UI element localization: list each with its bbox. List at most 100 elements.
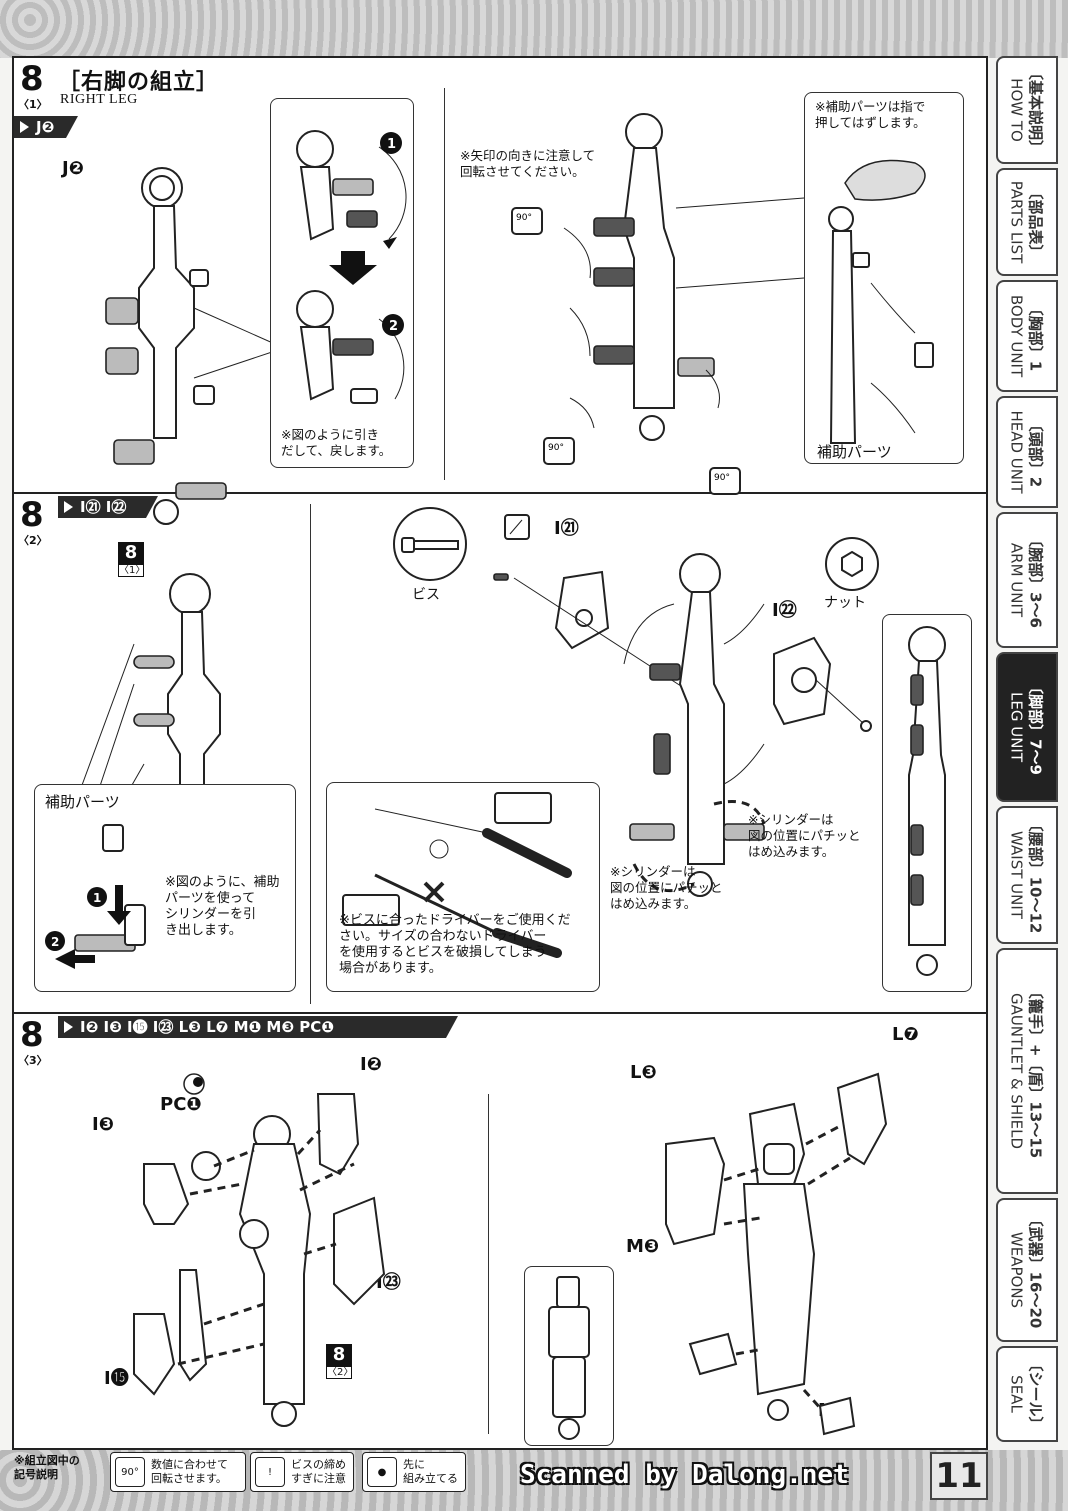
- step-number: 8: [20, 59, 44, 99]
- step-number: 8: [20, 495, 44, 535]
- ref-step-sub: 〈1〉: [118, 564, 146, 577]
- note-driver-caution: ※ビスに合ったドライバーをご使用くだ さい。サイズの合わないドライバー を使用す…: [339, 913, 571, 976]
- svg-text:90°: 90°: [516, 213, 532, 223]
- screw-zoom-illustration: [393, 507, 467, 581]
- legend-assemble-first: ● 先に 組み立てる: [362, 1452, 466, 1492]
- tab-label-en: GAUNTLET & SHIELD: [1007, 992, 1026, 1150]
- svg-text:2: 2: [389, 319, 398, 334]
- tab-label-en: HEAD UNIT: [1007, 410, 1026, 494]
- aux-cylinder-illustration: 1 2: [45, 824, 146, 969]
- rotate-90-icon: 90°: [115, 1457, 145, 1487]
- screw-tighten-caution-icon: [504, 514, 530, 540]
- ref-step-sub: 〈2〉: [326, 1366, 354, 1379]
- tab-label-en: WAIST UNIT: [1007, 831, 1026, 919]
- legend-screw: ! ビスの締め すぎに注意: [250, 1452, 354, 1492]
- nut-label: ナット: [824, 595, 866, 611]
- tab-label-en: BODY UNIT: [1007, 294, 1026, 378]
- part-label-i3: I❸: [92, 1114, 114, 1135]
- legend-assemble-first-text: 先に 組み立てる: [403, 1458, 458, 1485]
- instruction-page: 8 〈1〉 ［右脚の組立］ RIGHT LEG J❷ J❷: [12, 56, 988, 1450]
- step-number: 8: [20, 1015, 44, 1055]
- step-subnumber: 〈2〉: [18, 534, 48, 547]
- tab-label-jp: 〔胸部〕1: [1026, 300, 1045, 372]
- part-label-l3: L❸: [630, 1062, 657, 1083]
- note-aux-remove: ※補助パーツは指で 押してはずします。: [815, 99, 926, 130]
- page-number: 11: [930, 1452, 988, 1500]
- step-title-jp: ［右脚の組立］: [58, 69, 220, 95]
- note-pull: ※図のように引き だして、戻します。: [281, 427, 392, 458]
- section-divider: [444, 88, 445, 480]
- nut-zoom-illustration: [825, 537, 879, 591]
- tab-label-jp: 〔シール〕: [1026, 1356, 1045, 1432]
- parts-list-bar: I㉑ I㉒: [58, 496, 158, 518]
- tab-label-jp: 〔頭部〕2: [1026, 416, 1045, 488]
- assemble-first-icon: ●: [367, 1457, 397, 1487]
- screwdriver-illustration: [342, 792, 572, 958]
- tab-label-jp: 〔腰部〕10〜12: [1026, 816, 1045, 934]
- part-label-m3: M❸: [626, 1236, 660, 1257]
- legend-title: ※組立図中の 記号説明: [14, 1454, 80, 1481]
- parts-list-bar: I❷ I❸ I⓯ I㉓ L❸ L❼ M❶ M❸ PC❶: [58, 1016, 458, 1038]
- step-8-1: 8 〈1〉 ［右脚の組立］ RIGHT LEG J❷ J❷: [14, 58, 986, 525]
- scanner-watermark: Scanned by Dalong.net: [520, 1460, 849, 1490]
- step-subnumber: 〈3〉: [18, 1054, 48, 1067]
- ref-step-number: 8: [326, 1344, 352, 1366]
- part-label-j2: J❷: [62, 158, 84, 179]
- tab-label-en: PARTS LIST: [1007, 180, 1026, 264]
- aux-parts-label: 補助パーツ: [45, 793, 120, 811]
- screw-caution-icon: !: [255, 1457, 285, 1487]
- part-i22-illustration: [773, 636, 872, 732]
- assembled-leg-small-panel: [524, 1266, 614, 1446]
- tab-label-jp: 〔腕部〕3〜6: [1026, 532, 1045, 628]
- tab-label-jp: 〔武器〕16〜20: [1026, 1211, 1045, 1329]
- svg-text:1: 1: [93, 891, 101, 905]
- legend-rotate-text: 数値に合わせて 回転させます。: [151, 1458, 228, 1485]
- tab-label-jp: 〔脚部〕7〜9: [1026, 679, 1045, 775]
- svg-text:90°: 90°: [714, 473, 730, 483]
- aux-parts-label: 補助パーツ: [817, 443, 892, 461]
- ref-step-number: 8: [118, 542, 144, 564]
- leg-frame-illustration: [105, 167, 285, 525]
- tab-label-jp: 〔籠手〕+〔盾〕13〜15: [1026, 983, 1045, 1159]
- aux-part-remove-illustration: [828, 159, 934, 444]
- note-aux-cylinder: ※図のように、補助 パーツを使って シリンダーを引 き出します。: [165, 875, 280, 938]
- note-cylinder-1: ※シリンダーは 図の位置にパチッと はめ込みます。: [748, 812, 861, 859]
- parts-list-bar: J❷: [14, 116, 78, 138]
- tab-parts-list[interactable]: 〔部品表〕PARTS LIST: [996, 168, 1058, 276]
- step-8-2: 8 〈2〉 I㉑ I㉒ 8 〈1〉 補助パーツ: [14, 494, 986, 1014]
- part-label-i22: I㉒: [772, 600, 797, 621]
- part-label-i23: I㉓: [376, 1272, 401, 1293]
- svg-text:90°: 90°: [548, 443, 564, 453]
- step-title-en: RIGHT LEG: [60, 92, 138, 107]
- section-divider: [488, 1094, 489, 1434]
- note-rotate-direction: ※矢印の向きに注意して 回転させてください。: [460, 148, 596, 179]
- tab-how-to[interactable]: 〔基本説明〕HOW TO: [996, 56, 1058, 164]
- assembled-leg-small-illustration: [548, 1276, 590, 1440]
- step-subnumber: 〈1〉: [18, 98, 48, 111]
- note-cylinder-2: ※シリンダーは 図の位置にパチッと はめ込みます。: [610, 864, 723, 911]
- svg-text:1: 1: [387, 137, 396, 152]
- part-label-i21: I㉑: [554, 518, 579, 539]
- tab-label-en: WEAPONS: [1007, 1231, 1026, 1309]
- tab-label-en: LEG UNIT: [1007, 691, 1026, 762]
- detail-panel-aux-remove: ※補助パーツは指で 押してはずします。 補助パーツ: [804, 92, 964, 464]
- leg-exploded-illustration: [133, 1073, 386, 1427]
- detail-panel-pull: 1 2 ※図のように引き だして、戻します。: [270, 98, 414, 468]
- leg-assembly-illustration: [623, 553, 766, 897]
- driver-caution-panel: ※ビスに合ったドライバーをご使用くだ さい。サイズの合わないドライバー を使用す…: [326, 782, 600, 992]
- legend-screw-text: ビスの締め すぎに注意: [291, 1458, 346, 1485]
- tab-seal[interactable]: 〔シール〕SEAL: [996, 1346, 1058, 1442]
- reference-step-8-2: 8 〈2〉: [326, 1344, 354, 1379]
- reference-step-8-1: 8 〈1〉: [118, 542, 146, 577]
- part-label-i15: I⓯: [104, 1368, 129, 1389]
- svg-text:2: 2: [51, 935, 59, 949]
- leader-lines: [63, 643, 235, 975]
- tab-label-en: ARM UNIT: [1007, 542, 1026, 618]
